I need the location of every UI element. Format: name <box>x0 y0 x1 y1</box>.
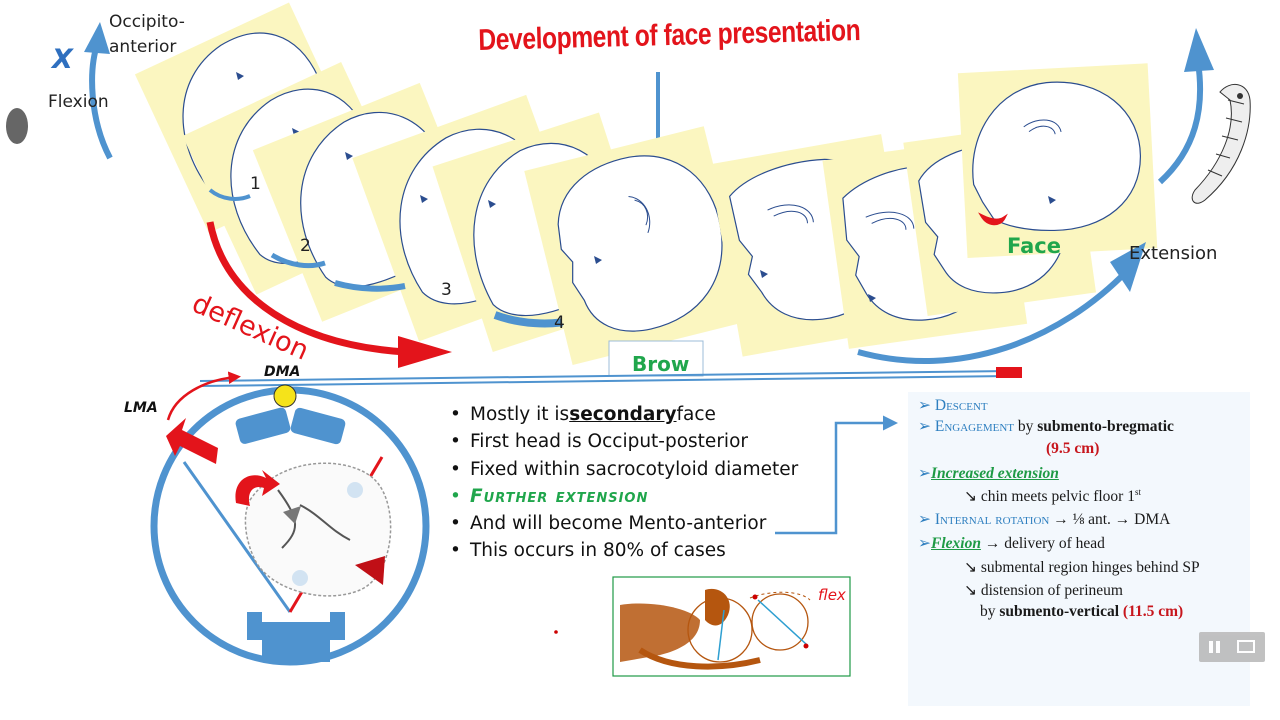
brow-box <box>608 340 704 377</box>
occipito-anterior-label: Occipito- anterior <box>109 12 185 57</box>
submental-line: ↘ submental region hinges behind SP <box>964 559 1200 576</box>
head-card-face <box>957 63 1158 258</box>
delivery-sketch: flex <box>612 576 851 677</box>
extension-arc <box>1157 61 1204 185</box>
flexion-arrowhead <box>84 22 110 54</box>
screen-icon[interactable] <box>1237 640 1255 653</box>
number-2: 2 <box>300 236 311 256</box>
extension-curve-head <box>1110 242 1146 292</box>
bullet-item: •Fixed within sacrocotyloid diameter <box>450 458 799 480</box>
distension-line: ↘ distension of perineum <box>964 582 1123 599</box>
base-bar-1 <box>208 188 251 201</box>
bullet-item: •And will become Mento-anterior <box>450 513 767 535</box>
secondary-emphasis: secondary <box>569 404 677 425</box>
lma-label: LMA <box>124 400 158 416</box>
number-4: 4 <box>554 313 565 333</box>
lma-thick-arrow <box>166 418 218 464</box>
engagement-line: ➢ Engagement by submento-bregmatic <box>918 418 1174 435</box>
pelvis-sketch-icon <box>1191 84 1251 204</box>
flexion-label: Flexion <box>48 92 109 112</box>
vertical-line: by submento-vertical (11.5 cm) <box>980 603 1184 620</box>
extension-curve <box>857 267 1131 365</box>
face-label: Face <box>1007 234 1061 258</box>
bullet-list: •Mostly it is secondary face •First head… <box>450 401 798 565</box>
flex-note: flex <box>818 586 846 604</box>
pause-icon[interactable] <box>1209 641 1213 653</box>
engagement-value: (9.5 cm) <box>1046 440 1100 457</box>
red-flag-mark <box>996 367 1022 378</box>
mechanism-panel: ➢ Descent ➢ Engagement by submento-bregm… <box>908 392 1250 706</box>
number-3: 3 <box>441 280 452 300</box>
bullets-connector <box>775 415 898 535</box>
flexion-line: ➢Flexion → delivery of head <box>918 535 1105 552</box>
grey-oval <box>6 108 28 144</box>
chin-line: ↘ chin meets pelvic floor 1st <box>964 487 1141 506</box>
number-1: 1 <box>250 174 261 194</box>
internal-rotation-line: ➢ Internal rotation → ⅛ ant. → DMA <box>918 511 1171 528</box>
dma-marker <box>273 384 297 408</box>
rotation-arrow-icon <box>235 470 280 506</box>
brow-label: Brow <box>632 352 690 376</box>
lma-curve-arrow <box>166 371 241 421</box>
bullet-item: •Mostly it is secondary face <box>450 401 798 428</box>
chin-red-mark <box>978 212 1008 226</box>
divider-line-2 <box>199 375 1011 387</box>
dma-label: DMA <box>264 364 301 380</box>
increased-extension-line: ➢Increased extension <box>918 465 1059 482</box>
extension-label: Extension <box>1129 243 1218 264</box>
extension-arrowhead <box>1184 28 1214 72</box>
head-card-brow <box>524 126 753 366</box>
bullet-item: •First head is Occiput-posterior <box>450 431 748 453</box>
eye-mark <box>236 72 244 80</box>
pelvic-inlet-diagram <box>150 371 430 666</box>
descent-line: ➢ Descent <box>918 397 988 414</box>
base-bar-2 <box>270 252 326 269</box>
deflexion-arrowhead <box>398 336 452 368</box>
divider-line-1 <box>199 370 1011 382</box>
bullet-item: •This occurs in 80% of cases <box>450 540 726 562</box>
head-sequence <box>134 2 1158 366</box>
deflexion-curve <box>206 221 406 356</box>
player-controls[interactable] <box>1199 632 1265 662</box>
x-mark: X <box>52 44 73 75</box>
bullet-item: •Further extension <box>450 485 649 507</box>
base-bar-3 <box>334 280 406 292</box>
